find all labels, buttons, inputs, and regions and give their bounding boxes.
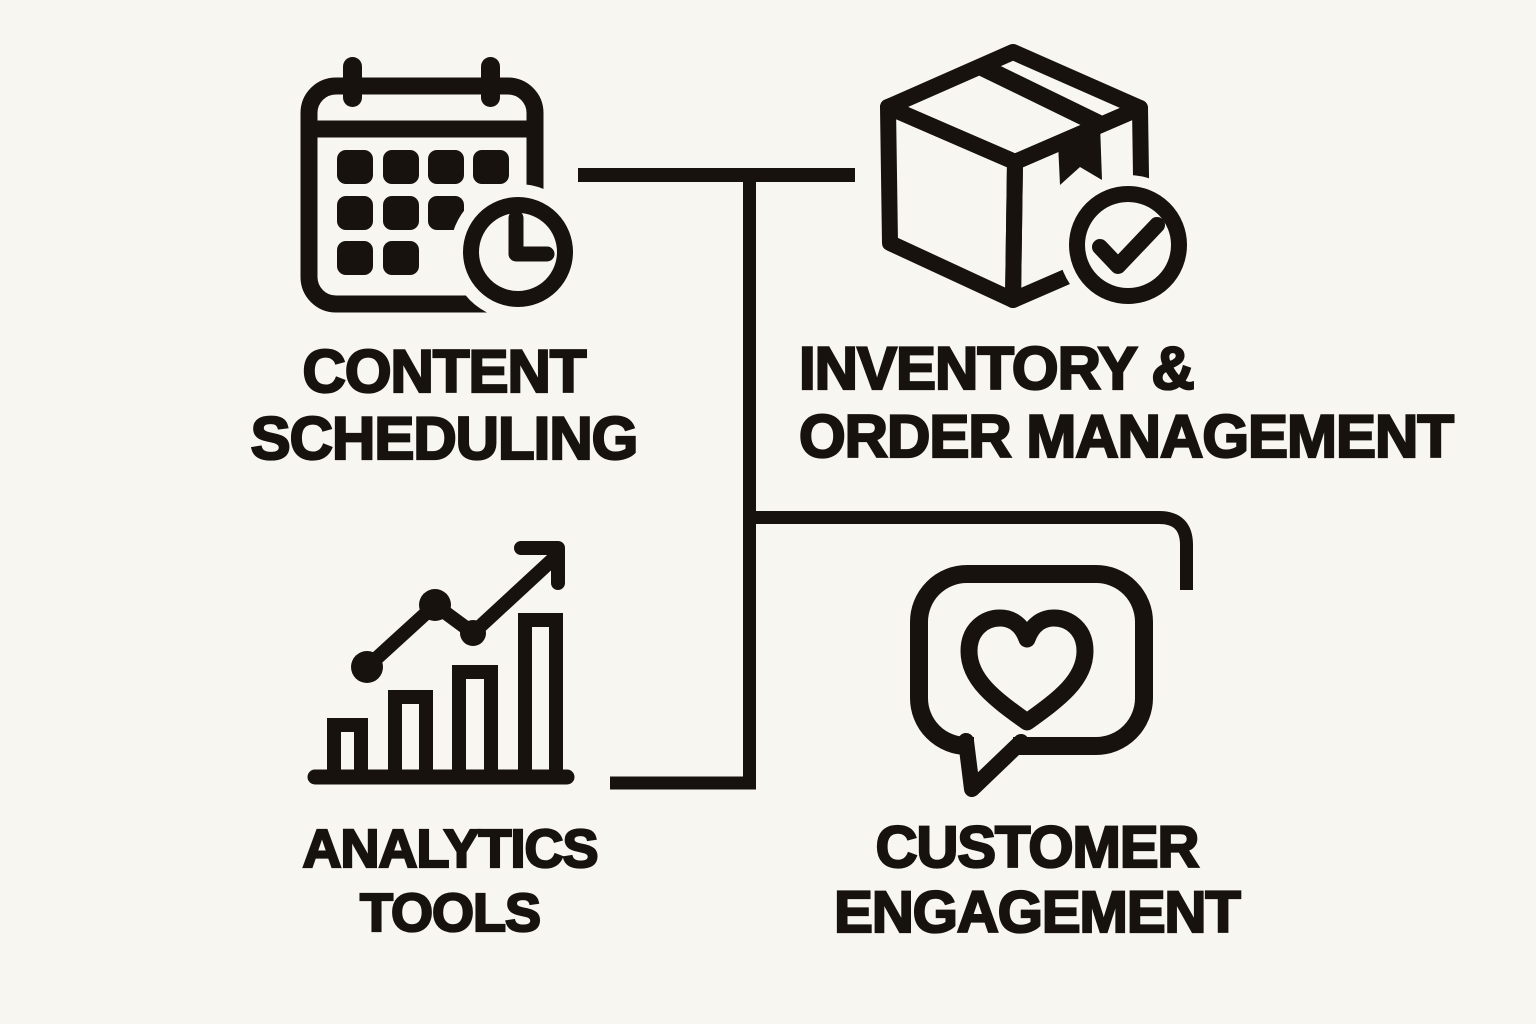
- package-tape-flap: [1058, 124, 1102, 185]
- label-content-scheduling: CONTENT SCHEDULING: [244, 337, 644, 473]
- trend-arrowhead: [514, 541, 565, 590]
- connector-tree: [578, 168, 1193, 790]
- clock-hands: [508, 210, 555, 262]
- calendar-ring-right: [481, 57, 500, 107]
- bar-chart-growth-icon: [307, 541, 575, 785]
- calendar-ring-left: [343, 57, 362, 107]
- trend-dot-2: [419, 589, 451, 621]
- label-line-2: TOOLS: [359, 882, 542, 944]
- clock-face: [463, 197, 573, 307]
- package-tape-band: [976, 57, 1103, 133]
- check-mark: [1092, 217, 1165, 274]
- calendar-day-squares: [337, 150, 509, 275]
- label-line-1: INVENTORY &: [798, 334, 1196, 403]
- label-analytics-tools: ANALYTICS TOOLS: [250, 817, 650, 945]
- package-left-face: [880, 99, 1023, 308]
- label-customer-engagement: CUSTOMER ENGAGEMENT: [817, 814, 1257, 946]
- label-line-2: ORDER MANAGEMENT: [798, 402, 1455, 471]
- label-line-1: ANALYTICS: [301, 818, 599, 880]
- calendar-clock-icon: [300, 57, 586, 320]
- label-line-2: ENGAGEMENT: [833, 879, 1242, 946]
- package-check-icon: [880, 44, 1198, 315]
- check-circle: [1069, 186, 1187, 304]
- connector-middle-branch: [755, 511, 1193, 590]
- chat-bubble: [910, 565, 1153, 755]
- trend-dot-1: [351, 651, 383, 683]
- heart-icon: [960, 609, 1094, 731]
- label-line-2: SCHEDULING: [250, 404, 640, 473]
- trend-line: [360, 553, 559, 674]
- chat-heart-icon: [910, 565, 1153, 797]
- chart-bar-2: [388, 690, 433, 772]
- label-inventory-order-management: INVENTORY & ORDER MANAGEMENT: [798, 334, 1455, 471]
- package-top-face: [880, 44, 1148, 170]
- trend-dot-3: [460, 620, 486, 646]
- chart-bar-3: [452, 665, 498, 772]
- label-line-1: CONTENT: [301, 337, 587, 406]
- chart-bar-4: [518, 613, 563, 772]
- label-line-1: CUSTOMER: [874, 814, 1200, 881]
- chart-bar-1: [327, 718, 368, 772]
- chat-tail: [958, 733, 1029, 797]
